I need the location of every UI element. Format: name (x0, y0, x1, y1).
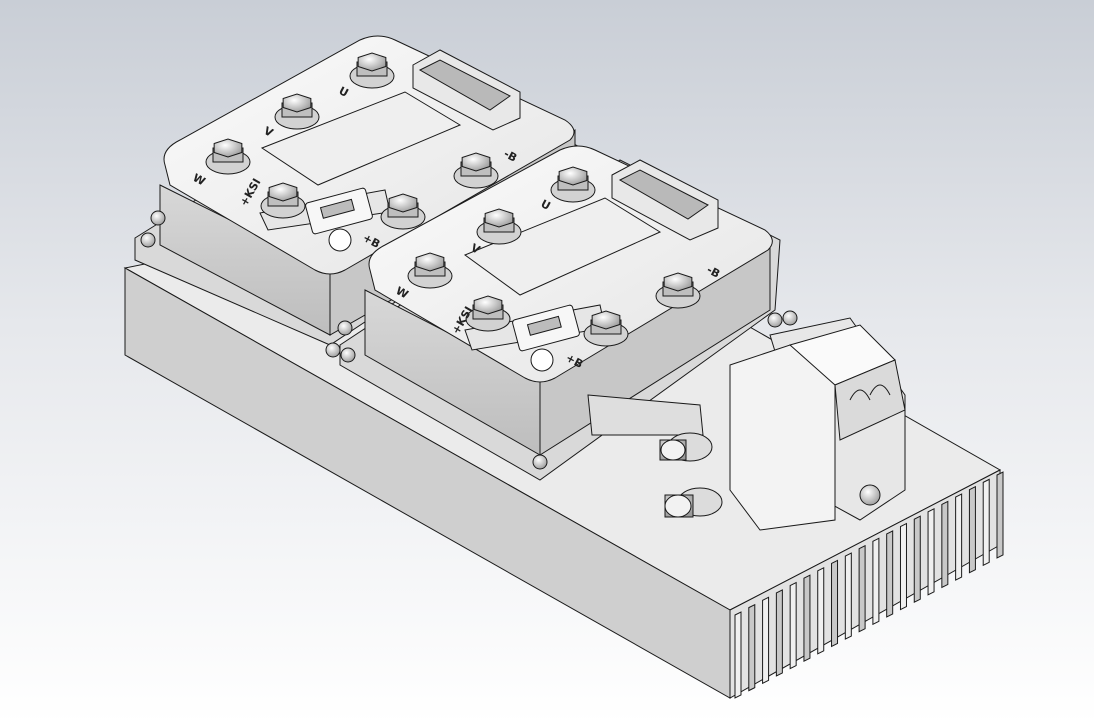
hex-bolt (407, 252, 453, 289)
mount-screw (532, 454, 548, 470)
heatsink-fin (858, 544, 866, 633)
mount-screw (767, 312, 783, 328)
heatsink-fin (803, 574, 811, 662)
connector-front (611, 159, 719, 241)
mount-screw (140, 232, 156, 248)
heatsink-fin (817, 566, 825, 655)
heatsink-fin (996, 471, 1004, 559)
hex-bolt (205, 138, 251, 175)
hex-bolt (655, 272, 701, 309)
contactor-mount-screw (859, 484, 881, 506)
hex-bolt (583, 310, 629, 347)
hex-bolt (349, 52, 395, 89)
hex-bolt (550, 166, 596, 203)
hex-bolt (380, 193, 426, 230)
hex-bolt (453, 152, 499, 189)
hex-bolt (274, 93, 320, 130)
hex-bolt (465, 295, 511, 332)
heatsink-fin (899, 522, 907, 611)
heatsink-fin (913, 515, 921, 604)
heatsink-fin (831, 559, 839, 648)
heatsink-fin (872, 537, 880, 626)
hex-bolt (476, 208, 522, 245)
contactor-terminal-bottom (664, 487, 723, 518)
heatsink-fin (844, 552, 852, 640)
hex-bolt (260, 182, 306, 219)
heatsink-fin (734, 611, 742, 699)
bus-strap (587, 394, 704, 436)
heatsink-fins (734, 471, 1004, 699)
mount-screw (340, 347, 356, 363)
label-w: W (191, 171, 208, 188)
terminal-bolts (205, 52, 701, 347)
label-w: W (394, 284, 411, 301)
mount-screws (140, 210, 798, 470)
heatsink-fin (927, 508, 935, 596)
heatsink-fin (955, 493, 963, 581)
label-b-minus: -B (705, 263, 723, 281)
heatsink-fin (748, 603, 756, 692)
label-b-minus: -B (502, 147, 520, 165)
heatsink-fin (886, 530, 894, 618)
indicator-led-rear (328, 228, 352, 252)
heatsink-fin (982, 478, 990, 567)
heatsink-fin (762, 596, 770, 685)
mount-screw (325, 342, 341, 358)
contactor (587, 317, 906, 531)
heatsink-fin (775, 589, 783, 677)
controller-front-label-area (463, 197, 662, 296)
mount-screw (150, 210, 166, 226)
connector-rear (412, 49, 521, 131)
mount-screw (782, 310, 798, 326)
controller-rear-label-area (260, 91, 462, 186)
contactor-terminal-top (659, 432, 713, 462)
heatsink-fin (941, 500, 949, 589)
heatsink-fin (789, 581, 797, 670)
heatsink-fin (968, 485, 976, 574)
indicator-led-front (530, 348, 554, 372)
contactor-body (729, 344, 836, 531)
mount-screw (337, 320, 353, 336)
